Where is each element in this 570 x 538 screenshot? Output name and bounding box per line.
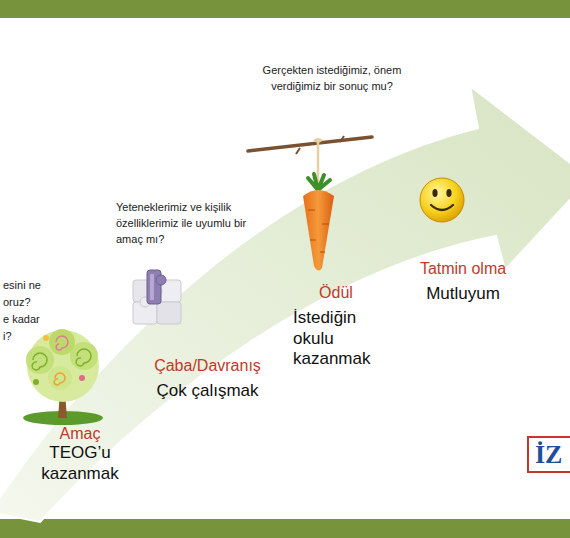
question-note: Gerçekten istediğimiz, önem verdiğimiz b…: [262, 62, 402, 94]
step-body: İstediğin okulu kazanmak: [293, 302, 379, 369]
cropped-question-line: esini ne: [3, 277, 63, 293]
progress-arrow: [0, 86, 570, 522]
step-heading: Tatmin olma: [403, 259, 523, 278]
goal-step: AmaçTEOG’u kazanmak: [30, 424, 130, 484]
logo-box: İZ: [527, 436, 570, 473]
effort-step: Çaba/DavranışÇok çalışmak: [125, 356, 290, 402]
step-heading: Amaç: [30, 424, 130, 443]
step-body: TEOG’u kazanmak: [30, 443, 130, 484]
smiley-icon: [420, 178, 464, 222]
question-note: Yeteneklerimiz ve kişilik özelliklerimiz…: [116, 199, 248, 247]
satisfaction-step: Tatmin olmaMutluyum: [403, 259, 523, 305]
cropped-question-line: e kadar: [3, 311, 63, 327]
step-heading: Ödül: [293, 283, 379, 302]
tree-icon: [23, 329, 103, 425]
cropped-question-line: oruz?: [3, 294, 63, 310]
puzzle-icon: [133, 270, 181, 324]
step-heading: İZ: [535, 439, 570, 470]
reward-step: Ödülİstediğin okulu kazanmak: [293, 283, 379, 369]
step-body: Mutluyum: [403, 278, 523, 304]
step-body: Çok çalışmak: [125, 375, 290, 401]
carrot-on-stick-icon: [248, 136, 372, 271]
top-bar: [0, 0, 570, 18]
bottom-bar: [0, 519, 570, 538]
step-heading: Çaba/Davranış: [125, 356, 290, 375]
cropped-question-line: i?: [3, 328, 63, 344]
